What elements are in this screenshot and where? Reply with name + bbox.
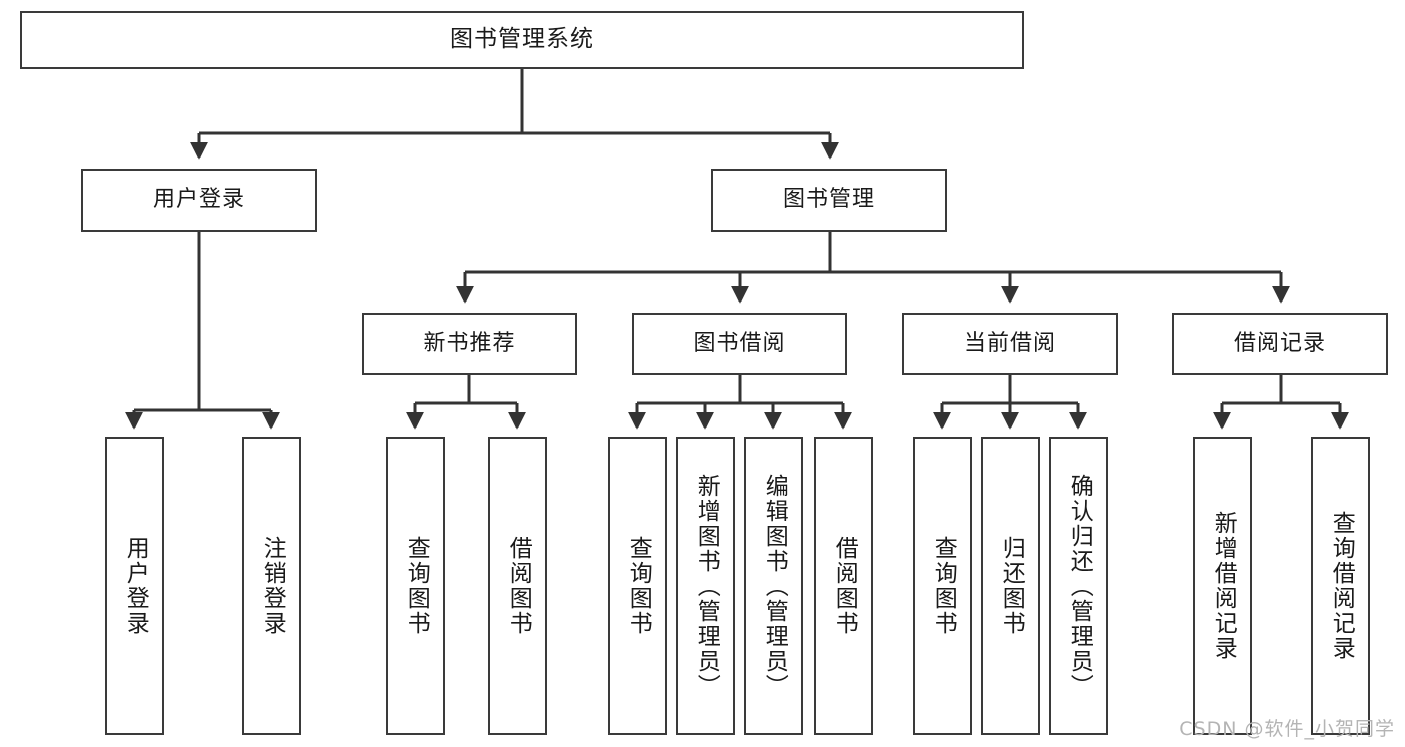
leaf-borrow-add-book-admin[interactable]: 新增图书（管理员） bbox=[676, 437, 735, 735]
node-user-login[interactable]: 用户登录 bbox=[81, 169, 317, 232]
node-label: 归还图书 bbox=[998, 536, 1025, 636]
node-borrow-record[interactable]: 借阅记录 bbox=[1172, 313, 1388, 375]
node-label: 借阅图书 bbox=[505, 536, 532, 636]
leaf-current-confirm-return-admin[interactable]: 确认归还（管理员） bbox=[1049, 437, 1108, 735]
node-label: 查询图书 bbox=[403, 536, 430, 636]
node-root-book-management-system[interactable]: 图书管理系统 bbox=[20, 11, 1024, 69]
node-book-borrow[interactable]: 图书借阅 bbox=[632, 313, 847, 375]
node-label: 注销登录 bbox=[259, 536, 286, 636]
node-label: 查询借阅记录 bbox=[1328, 511, 1355, 661]
node-label: 查询图书 bbox=[625, 536, 652, 636]
node-label: 用户登录 bbox=[152, 187, 245, 213]
node-label: 新增图书（管理员） bbox=[693, 473, 720, 699]
leaf-user-login-login[interactable]: 用户登录 bbox=[105, 437, 164, 735]
node-new-book-recommend[interactable]: 新书推荐 bbox=[362, 313, 577, 375]
leaf-borrow-query-book[interactable]: 查询图书 bbox=[608, 437, 667, 735]
node-label: 图书管理 bbox=[782, 187, 875, 213]
leaf-record-query-record[interactable]: 查询借阅记录 bbox=[1311, 437, 1370, 735]
node-label: 用户登录 bbox=[122, 536, 149, 636]
node-label: 当前借阅 bbox=[963, 330, 1056, 356]
node-label: 借阅图书 bbox=[831, 536, 858, 636]
node-label: 借阅记录 bbox=[1233, 330, 1326, 356]
node-current-borrow[interactable]: 当前借阅 bbox=[902, 313, 1118, 375]
node-label: 确认归还（管理员） bbox=[1066, 473, 1093, 699]
node-label: 新书推荐 bbox=[423, 330, 516, 356]
node-label: 图书管理系统 bbox=[450, 26, 594, 53]
node-label: 编辑图书（管理员） bbox=[761, 473, 788, 699]
leaf-user-login-logout[interactable]: 注销登录 bbox=[242, 437, 301, 735]
node-label: 新增借阅记录 bbox=[1210, 511, 1237, 661]
leaf-borrow-edit-book-admin[interactable]: 编辑图书（管理员） bbox=[744, 437, 803, 735]
leaf-recommend-query-book[interactable]: 查询图书 bbox=[386, 437, 445, 735]
leaf-borrow-borrow-book[interactable]: 借阅图书 bbox=[814, 437, 873, 735]
leaf-current-return-book[interactable]: 归还图书 bbox=[981, 437, 1040, 735]
node-label: 查询图书 bbox=[930, 536, 957, 636]
leaf-record-add-record[interactable]: 新增借阅记录 bbox=[1193, 437, 1252, 735]
node-label: 图书借阅 bbox=[693, 330, 786, 356]
watermark-csdn: CSDN @软件_小贺同学 bbox=[1179, 718, 1395, 740]
leaf-current-query-book[interactable]: 查询图书 bbox=[913, 437, 972, 735]
node-book-management[interactable]: 图书管理 bbox=[711, 169, 947, 232]
leaf-recommend-borrow-book[interactable]: 借阅图书 bbox=[488, 437, 547, 735]
